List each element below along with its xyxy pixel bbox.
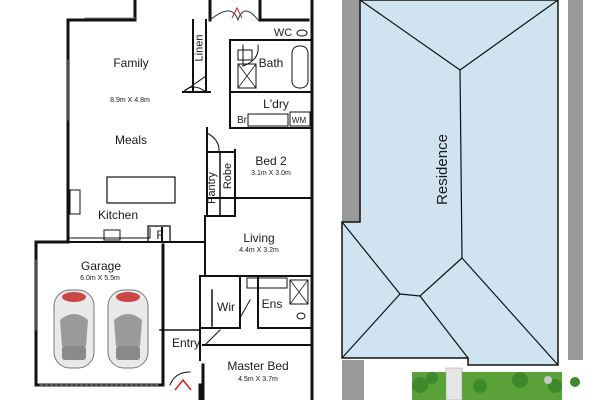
car-left-icon <box>53 289 95 369</box>
room-kitchen-label: Kitchen <box>97 208 139 222</box>
room-living-label: Living <box>243 231 275 245</box>
room-bath-label: Bath <box>258 56 284 70</box>
room-entry-label: Entry <box>171 336 201 350</box>
washing-machine-label: WM <box>291 116 307 125</box>
car-right-icon <box>107 289 149 369</box>
room-bed2-label: Bed 2 <box>255 154 287 168</box>
room-meals-label: Meals <box>114 133 148 147</box>
fridge-label: F <box>156 228 164 242</box>
room-family-dims: 8.9m X 4.8m <box>110 97 150 104</box>
room-master-label: Master Bed <box>227 359 289 373</box>
room-laundry-label: L'dry <box>263 97 289 111</box>
room-living-dims: 4.4m X 3.2m <box>239 247 279 254</box>
room-linen-label: Linen <box>193 34 206 62</box>
room-garage-label: Garage <box>80 259 122 273</box>
room-garage-dims: 6.0m X 5.5m <box>80 275 120 282</box>
room-master-dims: 4.5m X 3.7m <box>238 376 278 383</box>
room-family-label: Family <box>113 56 149 70</box>
room-broom-label: Br <box>237 115 247 126</box>
room-bed2-dims: 3.1m X 3.0m <box>251 170 291 177</box>
room-pantry-label: Pantry <box>205 172 218 204</box>
room-wc-label: WC <box>273 27 293 39</box>
site-plan-drawing <box>341 0 583 400</box>
residence-label: Residence <box>433 134 451 205</box>
room-ensuite-label: Ens <box>261 297 283 311</box>
room-robe-label: Robe <box>222 162 235 190</box>
room-wir-label: Wir <box>217 300 235 314</box>
